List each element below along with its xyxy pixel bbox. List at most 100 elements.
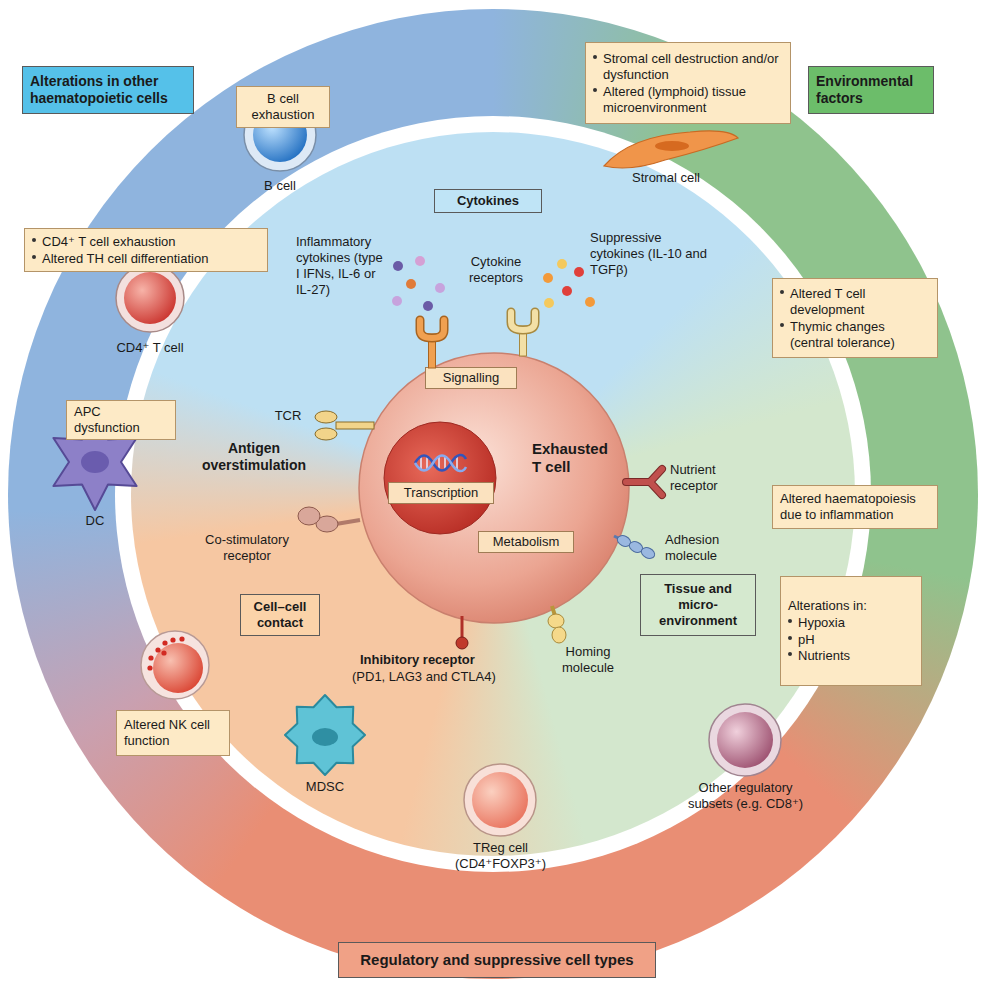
category-header: Tissue and micro-environment xyxy=(640,574,756,636)
stromal-cell xyxy=(604,131,738,168)
receptor-label: (PD1, LAG3 and CTLA4) xyxy=(352,669,522,685)
bullet-dot xyxy=(593,55,597,59)
box-text: Cytokines xyxy=(442,193,534,209)
box-text: Signalling xyxy=(430,370,512,386)
cytokine-dot xyxy=(574,267,584,277)
mdsc-cell xyxy=(285,695,365,775)
cell-nucleus xyxy=(312,728,338,746)
receptor-label: TCR xyxy=(268,408,308,424)
receptor-segment xyxy=(640,546,657,561)
receptor-segment xyxy=(628,540,645,555)
granule xyxy=(148,655,153,660)
receptor-lobe xyxy=(552,627,566,643)
cytokine-label: Suppressive cytokines (IL-10 and TGFβ) xyxy=(590,230,715,278)
receptor-lobe xyxy=(298,507,320,525)
category-header: Cell–cell contact xyxy=(240,594,320,636)
bullet-row: Altered (lymphoid) tissue microenvironme… xyxy=(593,84,783,116)
bullet-dot xyxy=(32,238,36,242)
process-box: Signalling xyxy=(425,367,517,389)
bullet-row: CD4⁺ T cell exhaustion xyxy=(32,234,260,250)
tcr-symbol xyxy=(315,411,374,440)
receptor-label: Inhibitory receptor xyxy=(360,652,510,668)
cytokine-dot xyxy=(415,256,425,266)
box-text: Alterations in other haematopoietic cell… xyxy=(30,73,186,107)
cytokine-dot xyxy=(585,297,595,307)
bullet-row: pH xyxy=(788,632,914,648)
receptor-cup xyxy=(511,312,535,330)
cell-label: MDSC xyxy=(293,779,357,795)
receptor-cup xyxy=(420,320,444,338)
callout-box: Altered haematopoiesis due to inflammati… xyxy=(772,485,938,529)
cytokine-label: Inflammatory cytokines (type I IFNs, IL-… xyxy=(296,234,388,297)
receptor-lobe xyxy=(315,428,337,440)
stromal-body xyxy=(604,131,738,168)
box-text: B cell exhaustion xyxy=(244,91,322,123)
receptor-head xyxy=(456,637,468,649)
cytokine-dot xyxy=(423,301,433,311)
receptor-stem xyxy=(336,520,360,524)
receptor-label: Cytokine receptors xyxy=(458,254,534,286)
receptor-label: Homing molecule xyxy=(548,644,628,676)
granule xyxy=(155,647,160,652)
receptor-lobe xyxy=(315,411,337,423)
callout-box: CD4⁺ T cell exhaustionAltered TH cell di… xyxy=(24,228,268,272)
bullet-row: Hypoxia xyxy=(788,615,914,631)
cell-nucleus xyxy=(153,643,203,693)
category-header: Regulatory and suppressive cell types xyxy=(338,942,656,978)
homing-molecule xyxy=(548,606,566,643)
dna-helix xyxy=(415,455,466,471)
receptor-cup-outline xyxy=(420,320,444,338)
bullet-row: Stromal cell destruction and/or dysfunct… xyxy=(593,51,783,83)
cell-nucleus xyxy=(81,451,109,473)
cell-label: DC xyxy=(75,513,115,529)
box-text: Altered NK cell function xyxy=(124,717,222,749)
cell-nucleus xyxy=(384,422,496,534)
bullet-row: Altered TH cell differentiation xyxy=(32,251,260,267)
receptor-label: Co-stimulatory receptor xyxy=(192,532,302,564)
bullet-dot xyxy=(788,619,792,623)
cell-label: B cell xyxy=(240,178,320,194)
granule xyxy=(179,636,184,641)
box-text: Environmental factors xyxy=(816,73,926,107)
box-text: Regulatory and suppressive cell types xyxy=(346,951,648,969)
process-box: Transcription xyxy=(388,482,494,504)
receptor-lobe xyxy=(548,614,564,628)
section-label: Antigen overstimulation xyxy=(188,440,320,474)
receptor-label: Adhesion molecule xyxy=(665,532,745,564)
box-text: Cell–cell contact xyxy=(248,599,312,631)
box-text: Hypoxia xyxy=(798,615,845,631)
box-text: Tissue and micro-environment xyxy=(648,581,748,629)
granule xyxy=(161,650,166,655)
bullet-dot xyxy=(593,88,597,92)
bullet-dot xyxy=(788,636,792,640)
receptor-body xyxy=(626,469,662,495)
bullet-dot xyxy=(780,323,784,327)
bullet-row: Thymic changes (central tolerance) xyxy=(780,319,930,351)
box-text: Transcription xyxy=(393,485,489,501)
inhibitory-receptor xyxy=(456,616,468,649)
cytokine-dot xyxy=(562,286,572,296)
receptor-stem xyxy=(429,334,436,368)
bullet-row: Altered T cell development xyxy=(780,286,930,318)
receptor-outline xyxy=(626,469,662,495)
cytokine-dot xyxy=(543,273,553,283)
cell-membrane xyxy=(464,764,536,836)
cytokine-dot xyxy=(406,279,416,289)
callout-box: Altered T cell developmentThymic changes… xyxy=(772,278,938,358)
cell-nucleus xyxy=(472,772,528,828)
box-text: Altered T cell development xyxy=(790,286,930,318)
granule xyxy=(170,637,175,642)
cell-label: CD4⁺ T cell xyxy=(98,340,202,356)
callout-box: Alterations in:HypoxiapHNutrients xyxy=(780,576,922,686)
cytokine-receptor xyxy=(511,312,535,356)
callout-box: B cell exhaustion xyxy=(236,86,330,128)
bullet-dot xyxy=(32,255,36,259)
category-header: Environmental factors xyxy=(808,66,934,114)
dna-strand xyxy=(415,455,466,471)
cell-nucleus xyxy=(655,141,689,151)
dna-rung xyxy=(456,457,458,469)
box-text: Metabolism xyxy=(483,534,569,550)
cell-membrane xyxy=(141,631,209,699)
granule xyxy=(147,665,152,670)
cell-membrane xyxy=(709,704,781,776)
